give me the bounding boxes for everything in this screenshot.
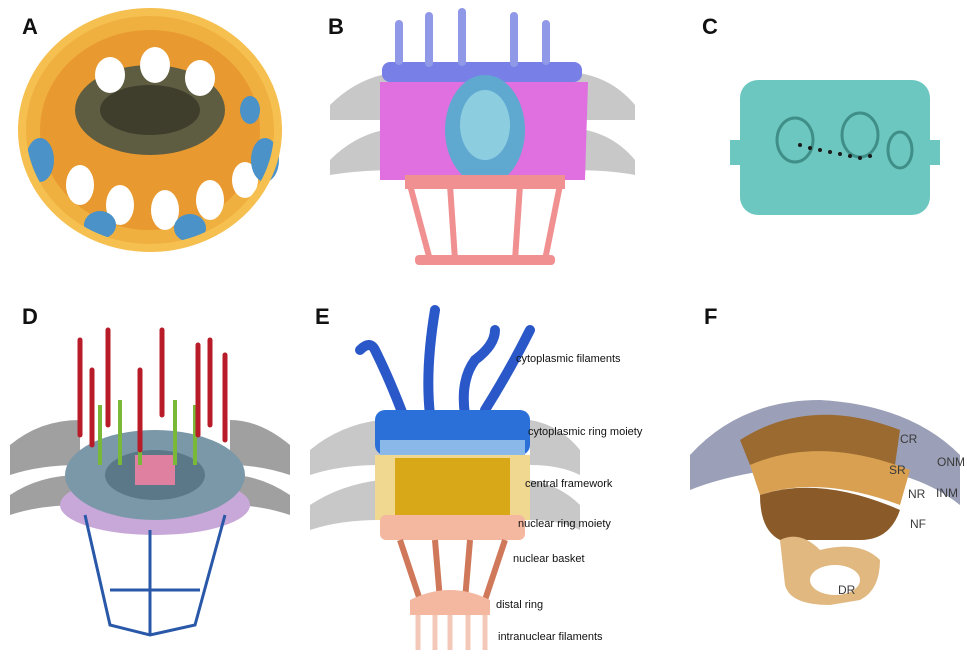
label-central-framework: central framework <box>525 478 613 490</box>
panel-f-cryo-em-model: CR ONM SR INM NR NF DR <box>660 290 967 659</box>
label-cytoplasmic-ring-moiety: cytoplasmic ring moiety <box>528 426 643 438</box>
panel-f: F CR ONM SR INM NR NF DR <box>660 290 967 659</box>
panel-a: A <box>0 0 320 290</box>
label-nuclear-ring-moiety: nuclear ring moiety <box>518 518 611 530</box>
label-inm: INM <box>936 486 958 500</box>
panel-a-nuclear-pore-ring-image <box>0 0 320 290</box>
label-nuclear-basket: nuclear basket <box>513 553 585 565</box>
label-nf: NF <box>910 517 926 531</box>
panel-b-pore-model-image <box>320 0 650 290</box>
panel-e-annotated-model: cytoplasmic filaments cytoplasmic ring m… <box>300 290 660 659</box>
panel-c: C <box>650 0 967 290</box>
panel-c-teal-density-image <box>650 0 967 290</box>
label-intranuclear-filaments: intranuclear filaments <box>498 631 603 643</box>
panel-d: D <box>0 290 300 659</box>
label-dr: DR <box>838 583 856 597</box>
label-distal-ring: distal ring <box>496 599 543 611</box>
label-cytoplasmic-filaments: cytoplasmic filaments <box>516 353 621 365</box>
label-sr: SR <box>889 463 906 477</box>
panel-b: B <box>320 0 650 290</box>
label-cr: CR <box>900 432 918 446</box>
label-onm: ONM <box>937 455 965 469</box>
label-nr: NR <box>908 487 926 501</box>
panel-e: E cytoplasmic filament <box>300 290 660 659</box>
panel-d-filament-model-image <box>0 290 300 659</box>
